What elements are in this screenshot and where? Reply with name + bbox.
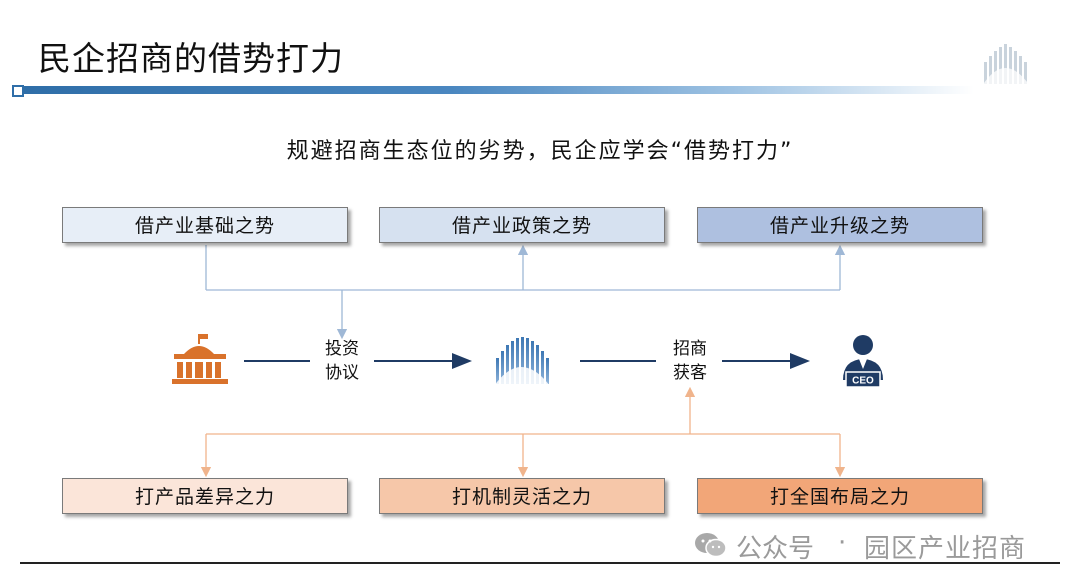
government-building-icon xyxy=(172,334,228,384)
watermark-account-name: 园区产业招商 xyxy=(864,534,1027,564)
watermark-label: 公众号 xyxy=(736,534,815,564)
box-industry-base: 借产业基础之势 xyxy=(62,207,348,243)
label-line: 投资 xyxy=(325,339,359,359)
corner-logo-icon xyxy=(982,44,1030,86)
box-flexible-mechanism: 打机制灵活之力 xyxy=(379,478,665,514)
box-national-layout: 打全国布局之力 xyxy=(697,478,983,514)
diagram-subtitle: 规避招商生态位的劣势，民企应学会“借势打力” xyxy=(286,139,794,164)
box-industry-policy: 借产业政策之势 xyxy=(379,207,665,243)
label-line: 获客 xyxy=(673,363,707,383)
label-line: 协议 xyxy=(325,363,359,383)
ceo-badge-text: CEO xyxy=(852,376,874,387)
label-attract-customers: 招商 获客 xyxy=(662,337,718,385)
wechat-icon xyxy=(695,533,727,558)
ceo-person-icon: CEO xyxy=(843,335,883,388)
page-title: 民企招商的借势打力 xyxy=(38,39,344,78)
watermark-separator: · xyxy=(838,528,847,558)
box-industry-upgrade: 借产业升级之势 xyxy=(697,207,983,243)
title-bullet xyxy=(12,85,24,97)
bottom-divider xyxy=(20,562,1060,564)
box-product-difference: 打产品差异之力 xyxy=(62,478,348,514)
company-logo-icon xyxy=(494,337,550,386)
title-underline-bar xyxy=(24,86,974,94)
label-investment-agreement: 投资 协议 xyxy=(314,337,370,385)
label-line: 招商 xyxy=(673,339,707,359)
